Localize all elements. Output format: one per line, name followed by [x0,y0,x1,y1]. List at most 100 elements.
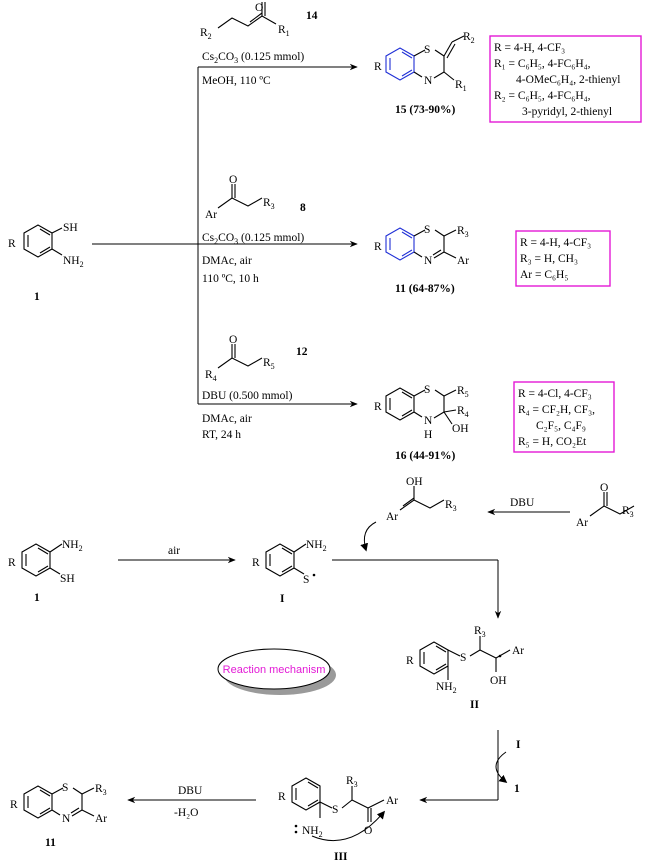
svg-text:R: R [10,799,18,811]
reagent-14: O R2 R1 14 [200,2,318,41]
svg-text:R3: R3 [622,505,634,519]
svg-text:R: R [374,401,382,413]
svg-text:R3: R3 [457,225,469,239]
svg-text:O: O [364,825,372,837]
mechanism-title: Reaction mechanism [223,664,326,676]
svg-text:R3: R3 [263,197,275,211]
svg-text:R2: R2 [463,31,475,45]
svg-text:NH2: NH2 [436,681,457,695]
mech-product-11: R S N R3 Ar 11 [10,782,107,849]
svg-text:S: S [62,782,68,794]
reagent-12: O R4 R5 12 [205,334,308,383]
svg-text:N: N [424,75,433,87]
svg-text:N: N [424,255,433,267]
regen-curved-arrow [495,751,508,784]
svg-text:R = 4-Cl, 4-CF₃: R = 4-Cl, 4-CF₃ [518,388,592,400]
svg-text:R3: R3 [346,775,358,789]
lower-conditions-2: RT, 24 h [202,429,241,441]
svg-text:S: S [332,804,338,816]
mech-1-label: 1 [34,592,40,604]
product-11: R S N R3 Ar 11 (64-87%) [374,224,469,295]
intermediate-I: R NH2 S I [252,539,327,605]
svg-text:R1: R1 [455,79,467,93]
svg-text:OH: OH [406,476,423,488]
reagent-8: O Ar R3 8 [205,174,306,221]
svg-text:NH2: NH2 [62,539,83,553]
svg-text:3-pyridyl, 2-thienyl: 3-pyridyl, 2-thienyl [522,106,612,118]
dbu-bottom-label: DBU [178,785,203,797]
compound-1-label: 1 [34,291,40,303]
svg-text:S: S [424,384,430,396]
svg-text:R: R [374,61,382,73]
middle-substituent-box [515,230,611,287]
svg-text:R3: R3 [474,625,486,639]
middle-conditions-2: 110 ºC, 10 h [202,273,259,285]
product-15-label: 15 (73-90%) [395,104,456,116]
svg-text:S: S [424,44,430,56]
svg-text:O: O [600,482,608,494]
svg-text:N: N [62,813,71,825]
svg-text:C₂F₅, C₄F₉: C₂F₅, C₄F₉ [536,420,586,432]
upper-substituent-box [489,35,642,123]
intermediate-III: R S R3 Ar O NH2 III [278,775,398,863]
svg-text:R5: R5 [457,385,469,399]
lower-base: DBU (0.500 mmol) [202,390,293,402]
svg-text:Ar: Ar [95,813,107,825]
intermediate-II-label: II [470,699,479,711]
svg-text:R₅ = H, CO₂Et: R₅ = H, CO₂Et [518,436,587,448]
svg-text:S: S [303,574,309,586]
svg-text:R₃ = H, CH₃: R₃ = H, CH₃ [520,253,578,265]
svg-text:R₂ = C₆H₅, 4-FC₆H₄,: R₂ = C₆H₅, 4-FC₆H₄, [494,90,591,102]
svg-text:N: N [424,415,433,427]
intermediate-I-label: I [280,593,285,605]
ketone-mech: O Ar R3 [576,482,635,529]
svg-text:R = 4-H, 4-CF₃: R = 4-H, 4-CF₃ [520,237,591,249]
svg-text:O: O [229,334,237,346]
svg-text:R = 4-H, 4-CF₃: R = 4-H, 4-CF₃ [494,42,565,54]
svg-text:Ar: Ar [576,517,588,529]
svg-text:O: O [229,174,237,186]
svg-text:S: S [460,652,466,664]
upper-conditions: MeOH, 110 ºC [202,75,271,87]
lower-conditions-1: DMAc, air [202,413,252,425]
svg-text:R1: R1 [278,24,290,38]
reagent-14-label: 14 [306,10,318,22]
svg-text:Ar: Ar [512,645,524,657]
svg-text:O: O [255,2,263,14]
svg-text:R4: R4 [205,369,217,383]
product-16: R S N H R5 R4 OH 16 (44-91%) [374,384,469,462]
svg-text:R3: R3 [95,783,107,797]
svg-text:NH2: NH2 [302,825,323,839]
upper-base: Cs2CO3 (0.125 mmol) [202,51,304,65]
svg-text:OH: OH [452,423,469,435]
reagent-12-label: 12 [296,346,308,358]
svg-text:R: R [8,557,16,569]
svg-text:4-OMeC₆H₄, 2-thienyl: 4-OMeC₆H₄, 2-thienyl [516,74,620,86]
air-label: air [168,545,180,557]
mech-final-label: 11 [45,837,56,849]
intermediate-III-label: III [334,851,348,863]
svg-text:Ar: Ar [386,511,398,523]
svg-text:NH2: NH2 [306,539,327,553]
minus-water-label: -H₂O [174,807,198,819]
svg-text:OH: OH [490,675,507,687]
product-11-label: 11 (64-87%) [395,283,455,295]
svg-text:NH2: NH2 [63,255,84,269]
svg-text:R2: R2 [200,27,212,41]
intermediate-II: R S R3 Ar OH NH2 II [406,625,524,711]
arrow-I-label: I [516,739,521,751]
compound-1-start: R SH NH2 1 [8,222,84,303]
svg-text:H: H [424,429,432,441]
svg-text:Ar: Ar [205,209,217,221]
svg-text:R3: R3 [445,499,457,513]
product-15: R S N R2 R1 15 (73-90%) [374,31,475,116]
start-SH: SH [63,222,78,234]
middle-conditions-1: DMAc, air [202,255,252,267]
enol-species: OH Ar R3 [386,476,457,523]
svg-text:R: R [374,241,382,253]
svg-text:R4: R4 [457,405,469,419]
svg-text:R₄ = CF₂H, CF₃,: R₄ = CF₂H, CF₃, [518,404,595,416]
curved-attack-arrow [360,521,377,552]
reagent-8-label: 8 [300,202,306,214]
arrow-1-label: 1 [514,783,520,795]
